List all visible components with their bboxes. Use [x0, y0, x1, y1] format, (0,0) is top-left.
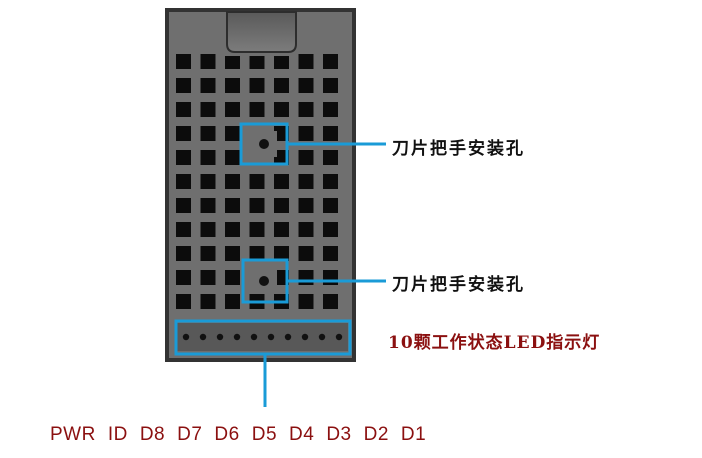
label-handle-hole-upper: 刀片把手安装孔: [392, 134, 525, 159]
vent-hole: [225, 174, 240, 189]
led-id-pwr: PWR: [50, 424, 96, 446]
led-dot: [336, 334, 342, 340]
led-id-d1: D1: [401, 424, 426, 446]
vent-hole: [201, 198, 216, 213]
vent-hole: [176, 78, 191, 93]
vent-hole: [201, 294, 216, 309]
vent-hole: [323, 54, 338, 69]
led-id-row: PWR ID D8 D7 D6 D5 D4 D3 D2 D1: [50, 424, 426, 446]
vent-hole: [176, 270, 191, 285]
vent-hole: [274, 102, 289, 117]
vent-hole: [176, 222, 191, 237]
label-status-leds: 10颗工作状态LED指示灯: [388, 328, 600, 353]
vent-hole: [299, 102, 314, 117]
vent-hole: [225, 198, 240, 213]
vent-hole: [225, 78, 240, 93]
led-dot: [200, 334, 206, 340]
vent-hole: [201, 78, 216, 93]
vent-hole: [299, 246, 314, 261]
led-id-d5: D5: [252, 424, 277, 446]
vent-hole: [323, 174, 338, 189]
vent-hole: [323, 222, 338, 237]
vent-hole: [250, 102, 265, 117]
vent-hole: [225, 126, 240, 141]
vent-hole: [201, 222, 216, 237]
led-dot: [285, 334, 291, 340]
led-id-d2: D2: [364, 424, 389, 446]
led-dot: [234, 334, 240, 340]
led-dot: [302, 334, 308, 340]
vent-hole: [201, 102, 216, 117]
led-id-d4: D4: [289, 424, 314, 446]
vent-hole: [323, 198, 338, 213]
vent-hole: [299, 294, 314, 309]
vent-hole: [299, 150, 314, 165]
vent-hole: [323, 126, 338, 141]
vent-hole: [176, 174, 191, 189]
vent-hole: [225, 56, 240, 69]
vent-hole: [299, 126, 314, 141]
vent-hole: [299, 270, 314, 285]
led-id-d8: D8: [140, 424, 165, 446]
vent-hole: [225, 246, 240, 261]
vent-hole: [250, 222, 265, 237]
vent-hole: [176, 102, 191, 117]
vent-hole: [299, 174, 314, 189]
vent-hole: [299, 198, 314, 213]
vent-hole: [176, 246, 191, 261]
led-id-d3: D3: [326, 424, 351, 446]
vent-hole: [250, 174, 265, 189]
vent-hole: [250, 198, 265, 213]
vent-hole: [274, 78, 289, 93]
led-dot: [217, 334, 223, 340]
vent-hole: [274, 198, 289, 213]
panel-pull-tab: [227, 12, 296, 52]
vent-hole: [225, 222, 240, 237]
led-dot: [268, 334, 274, 340]
vent-hole: [225, 150, 240, 165]
vent-hole: [176, 150, 191, 165]
vent-hole: [299, 222, 314, 237]
vent-hole: [225, 294, 240, 309]
vent-hole: [323, 102, 338, 117]
vent-hole: [201, 126, 216, 141]
led-id-d6: D6: [214, 424, 239, 446]
vent-hole: [274, 56, 289, 69]
vent-hole: [201, 150, 216, 165]
vent-hole: [176, 54, 191, 69]
led-id-d7: D7: [177, 424, 202, 446]
vent-hole: [201, 54, 216, 69]
led-dot: [319, 334, 325, 340]
vent-hole: [176, 294, 191, 309]
vent-hole: [323, 294, 338, 309]
vent-hole: [299, 54, 314, 69]
vent-hole: [250, 78, 265, 93]
vent-hole: [323, 78, 338, 93]
label-handle-hole-lower: 刀片把手安装孔: [392, 270, 525, 295]
led-dot: [251, 334, 257, 340]
vent-hole: [225, 270, 240, 285]
vent-hole: [323, 246, 338, 261]
vent-hole: [225, 102, 240, 117]
vent-hole: [201, 270, 216, 285]
vent-hole: [274, 174, 289, 189]
vent-hole: [201, 174, 216, 189]
vent-hole: [250, 56, 265, 69]
handle-hole-upper: [259, 139, 269, 149]
vent-hole: [323, 270, 338, 285]
vent-hole: [323, 150, 338, 165]
vent-hole: [176, 126, 191, 141]
handle-hole-lower: [259, 276, 269, 286]
vent-hole: [201, 246, 216, 261]
vent-hole: [176, 198, 191, 213]
vent-hole: [299, 78, 314, 93]
led-dot: [183, 334, 189, 340]
vent-hole: [274, 222, 289, 237]
led-id-id: ID: [108, 424, 128, 446]
